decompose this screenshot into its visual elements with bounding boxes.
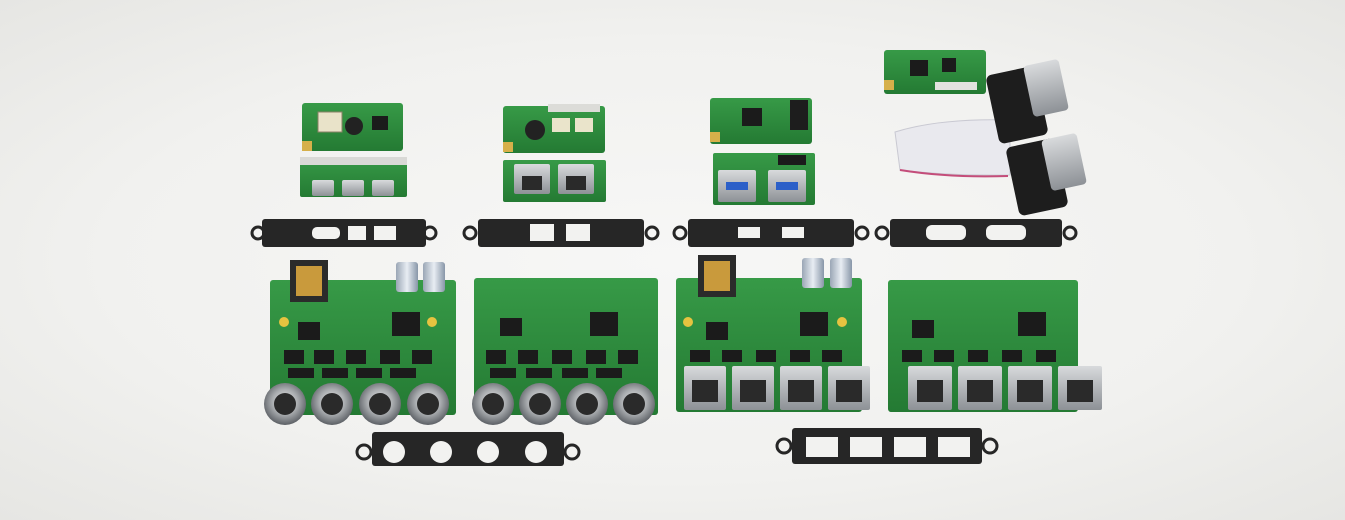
bracket-large-m12 xyxy=(355,432,581,466)
module-dual-lan-card xyxy=(503,104,606,202)
module-ieee1394-card xyxy=(300,103,407,197)
bracket-small-1 xyxy=(250,219,438,247)
module-usb3-card xyxy=(710,98,815,205)
bracket-small-2 xyxy=(462,219,660,247)
module-serial-card xyxy=(884,50,1087,216)
bracket-small-4 xyxy=(874,219,1078,247)
board-rj45-poe xyxy=(676,255,870,412)
board-rj45 xyxy=(888,280,1102,412)
board-m12-poe xyxy=(264,260,456,425)
bracket-large-rj45 xyxy=(775,428,999,464)
board-m12 xyxy=(472,278,658,425)
bracket-small-3 xyxy=(672,219,870,247)
